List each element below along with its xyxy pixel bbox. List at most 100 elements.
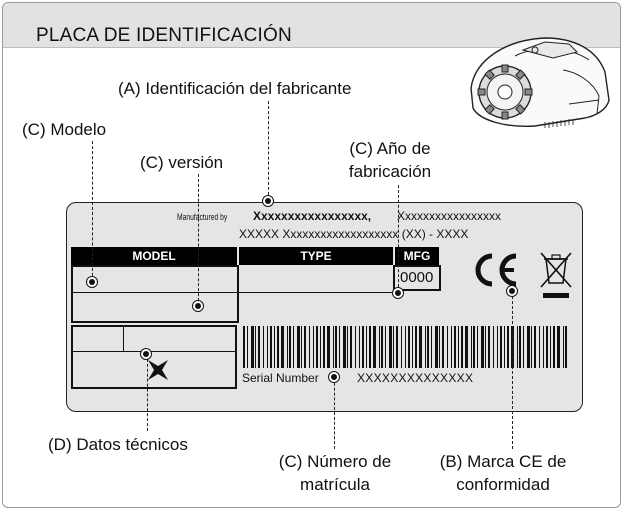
- barcode-bar: [362, 326, 364, 368]
- barcode-bar: [454, 326, 456, 368]
- barcode-bar: [323, 326, 325, 368]
- barcode-bar: [553, 326, 555, 368]
- identification-plate: Manufactured by Xxxxxxxxxxxxxxxxx, Xxxxx…: [66, 202, 583, 412]
- technical-hline: [73, 351, 235, 352]
- leader-model: [92, 141, 93, 281]
- barcode-bar: [243, 326, 245, 368]
- callout-year: (C) Año de fabricación: [320, 137, 460, 183]
- leader-manufacturer: [268, 101, 269, 200]
- barcode-bar: [408, 326, 410, 368]
- barcode-bar: [309, 326, 310, 368]
- barcode-bar: [320, 326, 321, 368]
- serial-number-label: Serial Number: [242, 371, 319, 385]
- barcode-bar: [415, 326, 417, 368]
- page-title: PLACA DE IDENTIFICACIÓN: [36, 25, 292, 46]
- barcode-bar: [389, 326, 392, 368]
- barcode-bar: [546, 326, 548, 368]
- callout-serial: (C) Número de matrícula: [255, 450, 415, 496]
- barcode-bar: [519, 326, 521, 368]
- callout-model: (C) Modelo: [22, 120, 107, 139]
- barcode-bar: [481, 326, 484, 368]
- barcode-bar: [507, 326, 509, 368]
- barcode-bar: [550, 326, 551, 368]
- barcode-bar: [251, 326, 254, 368]
- barcode-bar: [527, 326, 530, 368]
- type-header: TYPE: [239, 247, 393, 265]
- barcode-bar: [263, 326, 264, 368]
- barcode-bar: [335, 326, 337, 368]
- barcode-bar: [461, 326, 463, 368]
- callout-technical: (D) Datos técnicos: [48, 435, 188, 454]
- barcode-bar: [447, 326, 448, 368]
- callout-manufacturer: (A) Identificación del fabricante: [118, 79, 352, 98]
- serial-number-value: XXXXXXXXXXXXXX: [357, 371, 474, 385]
- barcode-bar: [412, 326, 413, 368]
- barcode-bar: [385, 326, 386, 368]
- barcode-bar: [366, 326, 367, 368]
- marker-ce: [506, 285, 518, 297]
- marker-technical: [140, 348, 152, 360]
- technical-data-box: [71, 325, 237, 389]
- marker-manufacturer: [262, 195, 274, 207]
- barcode-bar: [405, 326, 406, 368]
- barcode-bar: [255, 326, 256, 368]
- barcode-bar: [396, 326, 398, 368]
- crossed-bin-weee-icon: [540, 252, 572, 298]
- barcode-bar: [369, 326, 371, 368]
- barcode-bar: [313, 326, 314, 368]
- marker-year: [392, 287, 404, 299]
- barcode-bar: [327, 326, 330, 368]
- barcode-bar: [473, 326, 475, 368]
- barcode-bar: [485, 326, 486, 368]
- barcode-bar: [347, 326, 348, 368]
- barcode-bar: [401, 326, 402, 368]
- barcode-bar: [247, 326, 248, 368]
- marker-model: [86, 276, 98, 288]
- barcode-bar: [477, 326, 478, 368]
- barcode-bar: [381, 326, 383, 368]
- barcode-bar: [425, 326, 426, 368]
- barcode-bar: [258, 326, 260, 368]
- barcode-bar: [379, 326, 380, 368]
- barcode-bar: [343, 326, 346, 368]
- barcode-bar: [277, 326, 279, 368]
- barcode-bar: [451, 326, 452, 368]
- barcode-bar: [435, 326, 438, 368]
- barcode-bar: [393, 326, 394, 368]
- barcode-bar: [427, 326, 429, 368]
- callout-ce-line1: (B) Marca CE de: [439, 452, 567, 471]
- barcode-bar: [339, 326, 340, 368]
- barcode-bar: [465, 326, 468, 368]
- leader-year: [398, 185, 399, 292]
- barcode-bar: [458, 326, 459, 368]
- technical-symbol-icon: [148, 360, 168, 380]
- barcode-bar: [419, 326, 422, 368]
- barcode-bar: [373, 326, 376, 368]
- barcode-bar: [281, 326, 284, 368]
- marker-serial: [328, 371, 340, 383]
- callout-ce: (B) Marca CE de conformidad: [428, 450, 578, 496]
- leader-ce: [512, 291, 513, 449]
- barcode-bar: [304, 326, 306, 368]
- barcode-bar: [431, 326, 432, 368]
- mfg-header: MFG: [395, 247, 439, 265]
- model-divider: [71, 292, 239, 293]
- ce-mark-icon: [475, 253, 517, 287]
- barcode-bar: [442, 326, 444, 368]
- barcode-bar: [523, 326, 524, 368]
- barcode-bar: [471, 326, 472, 368]
- robot-mower-icon: [470, 37, 610, 128]
- barcode-bar: [539, 326, 540, 368]
- technical-vline: [123, 327, 124, 351]
- type-underline: [239, 292, 395, 293]
- barcode-bar: [534, 326, 536, 368]
- callout-version: (C) versión: [140, 153, 224, 172]
- barcode-bar: [500, 326, 502, 368]
- barcode-bar: [497, 326, 498, 368]
- barcode-bar: [293, 326, 294, 368]
- barcode-bar: [531, 326, 532, 368]
- barcode-bar: [301, 326, 302, 368]
- callout-year-line2: fabricación: [348, 162, 432, 181]
- callout-serial-line2: matrícula: [300, 475, 370, 494]
- manufactured-by-label: Manufactured by: [177, 212, 228, 222]
